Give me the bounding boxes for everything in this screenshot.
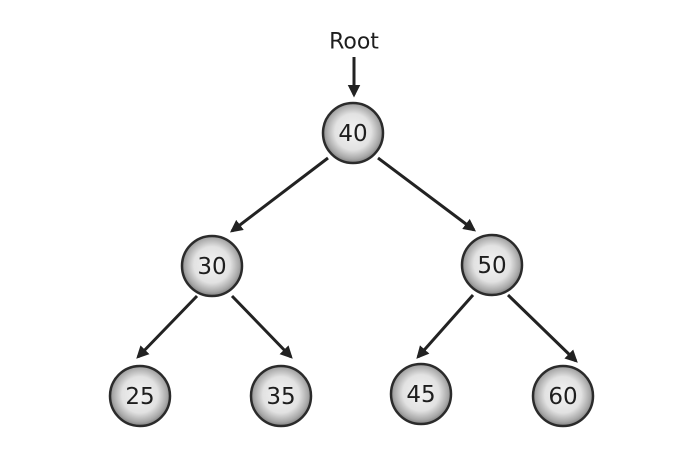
tree-node-50: 50 bbox=[460, 233, 524, 297]
tree-node-25: 25 bbox=[108, 364, 172, 428]
edge-50-45 bbox=[416, 294, 475, 359]
tree-node-30: 30 bbox=[180, 234, 244, 298]
edge-50-60 bbox=[506, 293, 578, 363]
node-value: 35 bbox=[266, 384, 295, 410]
node-value: 60 bbox=[548, 384, 577, 410]
node-value: 25 bbox=[125, 384, 154, 410]
edge-30-35 bbox=[230, 294, 293, 359]
tree-node-60: 60 bbox=[531, 364, 595, 428]
edge-40-50 bbox=[377, 156, 477, 232]
node-value: 45 bbox=[406, 382, 435, 408]
tree-node-35: 35 bbox=[249, 364, 313, 428]
node-value: 50 bbox=[477, 253, 506, 279]
edge-30-25 bbox=[136, 294, 199, 359]
node-value: 40 bbox=[338, 121, 367, 147]
root-label: Root bbox=[329, 30, 379, 55]
tree-node-40: 40 bbox=[321, 101, 385, 165]
tree-node-45: 45 bbox=[389, 362, 453, 426]
node-value: 30 bbox=[197, 254, 226, 280]
edge-40-30 bbox=[229, 156, 329, 233]
